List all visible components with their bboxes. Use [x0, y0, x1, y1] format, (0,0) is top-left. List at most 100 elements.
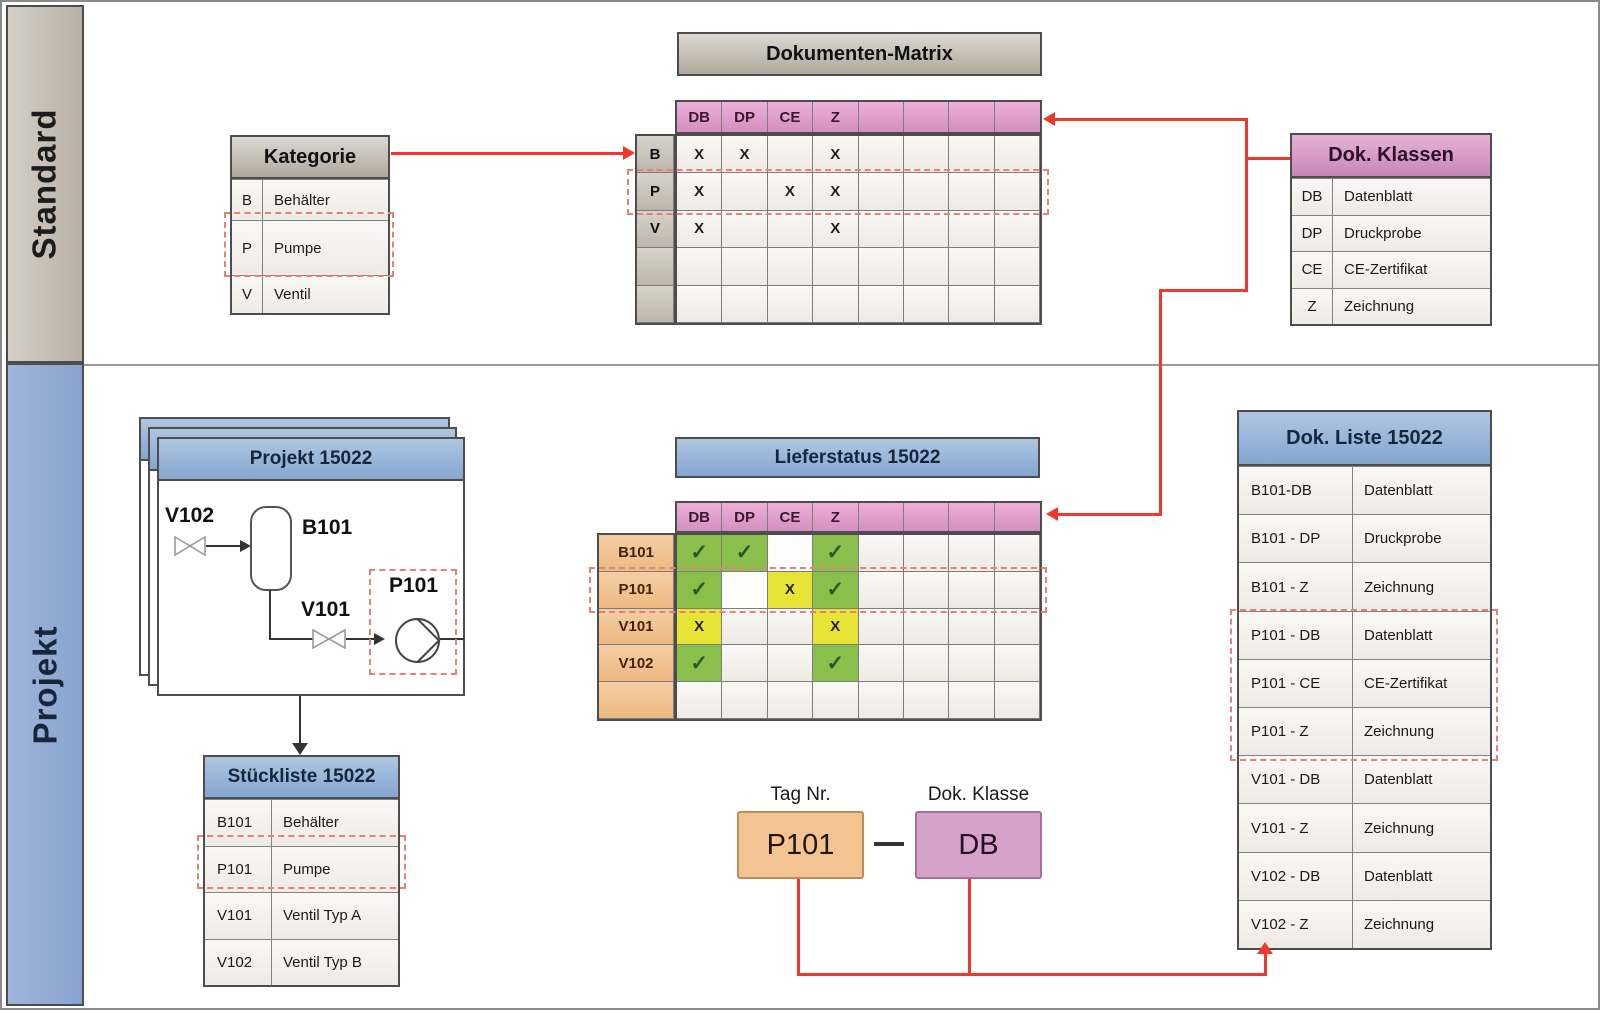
pipe-v101-to-pump	[346, 638, 376, 640]
matrix-cell	[949, 210, 995, 249]
stueckliste-row-key: V102	[205, 939, 272, 985]
arrowhead-into-stueckliste	[292, 743, 308, 755]
stueckliste-row-key: V101	[205, 893, 272, 939]
matrix-cell	[767, 210, 814, 249]
kategorie-row-value: Pumpe	[274, 239, 322, 257]
status-cell	[858, 608, 904, 646]
doc-class-column: Z	[813, 503, 859, 531]
matrix-cell: X	[813, 210, 859, 249]
dokumenten-matrix-title: Dokumenten-Matrix	[677, 32, 1042, 76]
doc-class-column: DP	[722, 503, 768, 531]
dok-liste-row: P101 - CE CE-Zertifikat	[1239, 658, 1490, 708]
matrix-cell	[994, 173, 1040, 211]
dok-klassen-row-key: Z	[1292, 288, 1333, 324]
valve-icon	[312, 629, 346, 649]
dok-liste-row-value: Datenblatt	[1364, 867, 1433, 885]
dok-liste-row: P101 - Z Zeichnung	[1239, 707, 1490, 756]
status-cell	[722, 608, 768, 646]
matrix-cell	[949, 285, 995, 323]
dok-liste-row-value: CE-Zertifikat	[1364, 674, 1448, 692]
stueckliste-row-key: P101	[205, 846, 272, 892]
matrix-cell: X	[677, 210, 723, 249]
dok-liste-table: Dok. Liste 15022 B101-DB Datenblatt B101…	[1237, 410, 1492, 950]
dok-liste-row-key: B101 - Z	[1239, 563, 1353, 611]
dok-liste-title: Dok. Liste 15022	[1239, 412, 1490, 466]
project-card: Projekt 15022	[157, 437, 465, 696]
doc-class-column	[858, 503, 904, 531]
pipe-to-v101	[269, 638, 313, 640]
lieferstatus-row-label: V102	[599, 645, 674, 683]
status-cell	[949, 571, 995, 609]
dok-liste-row-key: V102 - DB	[1239, 852, 1353, 900]
doc-class-column: CE	[767, 503, 814, 531]
tag-class-separator-dash	[874, 842, 904, 846]
matrix-cell	[767, 248, 814, 286]
dok-liste-row: B101-DB Datenblatt	[1239, 466, 1490, 515]
arrowhead-into-matrix-header	[1043, 112, 1055, 126]
kategorie-row-key: P	[232, 221, 263, 275]
connector-tag-down	[797, 879, 800, 976]
matrix-cell	[994, 248, 1040, 286]
connector-class-down	[968, 879, 971, 976]
pipe-pump-out	[440, 638, 464, 640]
status-cell	[994, 682, 1040, 719]
matrix-cell	[949, 248, 995, 286]
kategorie-table: Kategorie B Behälter P Pumpe V Ventil	[230, 135, 390, 315]
matrix-row-label: P	[637, 173, 674, 211]
dok-klassen-row: CE CE-Zertifikat	[1292, 251, 1490, 288]
lieferstatus-title: Lieferstatus 15022	[675, 437, 1040, 478]
dok-liste-row-key: P101 - DB	[1239, 611, 1353, 659]
matrix-cell	[858, 285, 904, 323]
dok-liste-row-key: B101-DB	[1239, 467, 1353, 515]
matrix-cell	[903, 285, 950, 323]
status-cell-delivered: ✓	[677, 535, 723, 572]
stueckliste-row: B101 Behälter	[205, 799, 398, 846]
dok-liste-row-key: V101 - DB	[1239, 756, 1353, 804]
matrix-row-label: V	[637, 210, 674, 249]
status-cell	[903, 645, 950, 683]
status-cell-delivered: ✓	[813, 571, 859, 609]
kategorie-row: V Ventil	[232, 275, 388, 313]
matrix-cell: X	[722, 136, 768, 174]
dok-klassen-row-value: CE-Zertifikat	[1344, 261, 1428, 279]
dok-liste-row-key: V101 - Z	[1239, 804, 1353, 852]
matrix-cell	[813, 248, 859, 286]
status-cell-missing: X	[767, 571, 814, 609]
matrix-row-label	[637, 248, 674, 286]
matrix-cell	[677, 248, 723, 286]
connector-to-lieferstatus-header	[1058, 513, 1159, 516]
lieferstatus-row-label	[599, 682, 674, 719]
status-cell	[858, 571, 904, 609]
status-cell	[767, 608, 814, 646]
status-cell-delivered: ✓	[677, 571, 723, 609]
dok-klassen-row-value: Datenblatt	[1344, 188, 1413, 206]
dok-liste-row-value: Datenblatt	[1364, 771, 1433, 789]
matrix-cell: X	[767, 173, 814, 211]
lieferstatus-row-label: P101	[599, 571, 674, 609]
dok-liste-row: B101 - DP Druckprobe	[1239, 514, 1490, 563]
lieferstatus-grid: ✓ ✓ ✓ ✓ X ✓ X X ✓ ✓	[675, 533, 1042, 721]
status-cell-open	[767, 535, 814, 572]
status-cell	[858, 535, 904, 572]
dok-liste-row-key: B101 - DP	[1239, 515, 1353, 563]
tag-nr-caption: Tag Nr.	[770, 784, 831, 805]
status-cell	[722, 645, 768, 683]
connector-up-to-dok-liste	[1264, 953, 1267, 975]
matrix-cell	[903, 173, 950, 211]
tag-label-v101: V101	[301, 598, 351, 621]
matrix-cell: X	[813, 173, 859, 211]
lane-projekt-label: Projekt	[26, 625, 63, 744]
status-cell	[813, 682, 859, 719]
lane-standard-label: Standard	[26, 108, 63, 260]
stueckliste-row-value: Pumpe	[283, 860, 331, 878]
dok-klassen-row-key: CE	[1292, 252, 1333, 288]
arrowhead-into-lieferstatus-header	[1046, 507, 1058, 521]
dok-klassen-row-value: Druckprobe	[1344, 224, 1422, 242]
arrowhead-into-vessel	[240, 540, 251, 552]
stueckliste-row: V101 Ventil Typ A	[205, 892, 398, 939]
dok-klassen-table: Dok. Klassen DB Datenblatt DP Druckprobe…	[1290, 133, 1492, 326]
matrix-cell	[677, 285, 723, 323]
connector-dokklassen-stub	[1245, 157, 1290, 160]
vessel-shape-b101	[250, 506, 292, 591]
